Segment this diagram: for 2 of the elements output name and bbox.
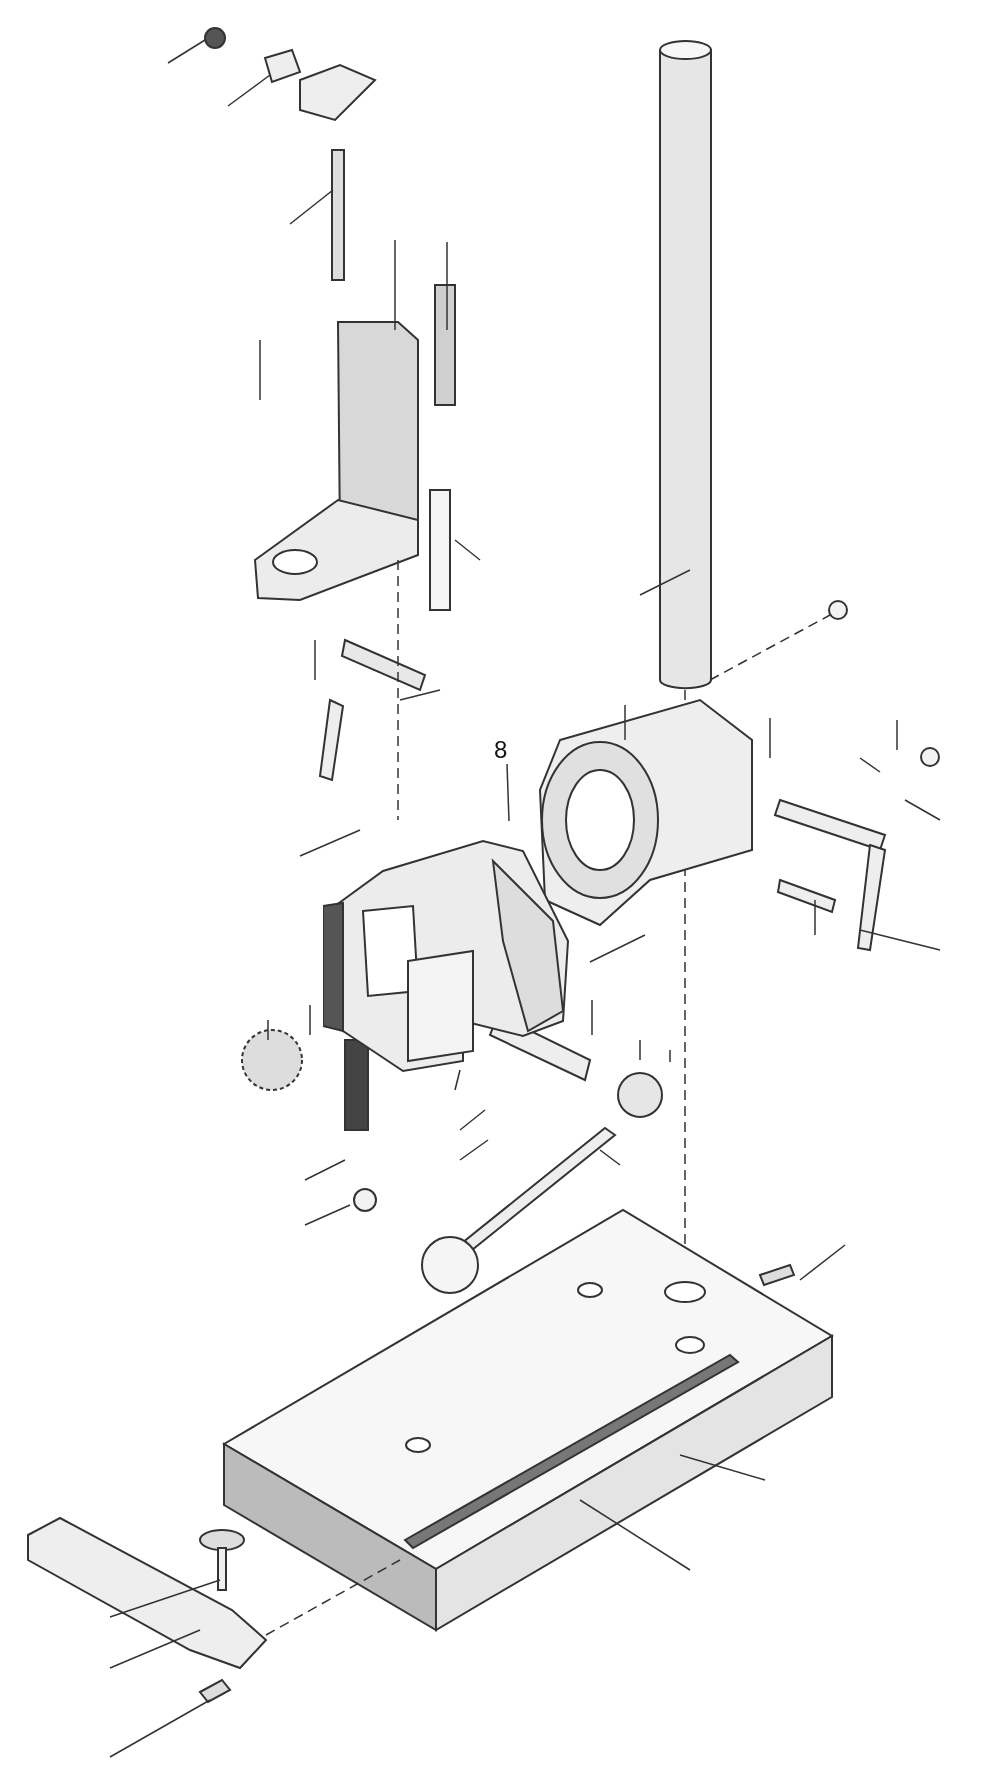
callout-number: 8 — [494, 738, 516, 764]
leader-line — [506, 763, 510, 822]
